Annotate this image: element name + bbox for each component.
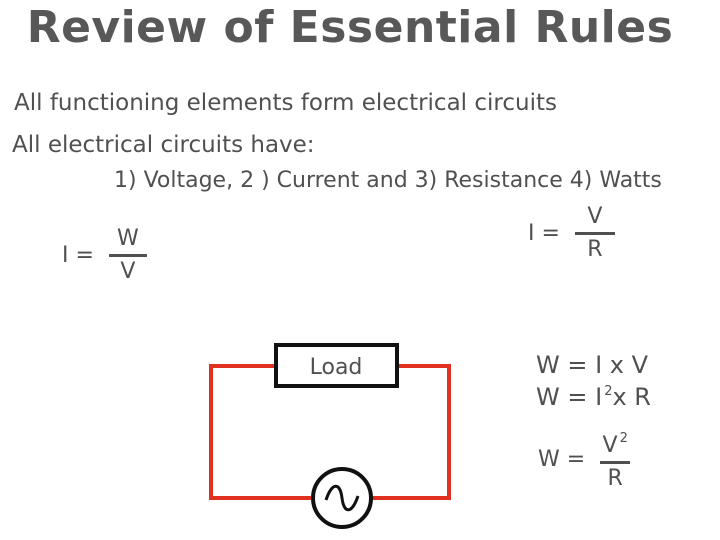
circuit-wire-left [209, 364, 313, 500]
fraction: W V [108, 224, 147, 287]
numerator: W [117, 226, 139, 251]
denominator: V [120, 259, 136, 284]
denominator: R [607, 466, 623, 491]
slide-title: Review of Essential Rules [26, 2, 674, 53]
exponent: 2 [604, 384, 613, 399]
numerator: V [587, 204, 603, 229]
formula-lhs: W = [538, 446, 586, 472]
load-box [274, 343, 399, 388]
formula-power-iv: W = I x V [536, 351, 649, 379]
formula-part: W = I [536, 383, 603, 411]
rule-circuits-have-text: All electrical circuits have: [12, 132, 315, 158]
load-label: Load [310, 355, 363, 380]
rule-list-text: 1) Voltage, 2 ) Current and 3) Resistanc… [114, 168, 662, 193]
sine-wave-icon [324, 484, 360, 512]
rule-elements-text: All functioning elements form electrical… [14, 90, 557, 116]
fraction-bar [574, 232, 615, 235]
fraction: V R [574, 202, 615, 265]
fraction-bar [108, 254, 147, 257]
formula-ohms-law: I = V R [528, 202, 615, 265]
formula-current-watts-volts: I = W V [62, 224, 147, 287]
exponent: 2 [619, 431, 628, 446]
denominator: R [587, 237, 603, 262]
formula-part: x R [612, 383, 651, 411]
fraction-bar [600, 461, 631, 464]
formula-lhs: I = [62, 243, 94, 268]
circuit-wire-right [371, 364, 451, 500]
numerator-base: V [602, 433, 618, 458]
formula-lhs: I = [528, 221, 560, 246]
